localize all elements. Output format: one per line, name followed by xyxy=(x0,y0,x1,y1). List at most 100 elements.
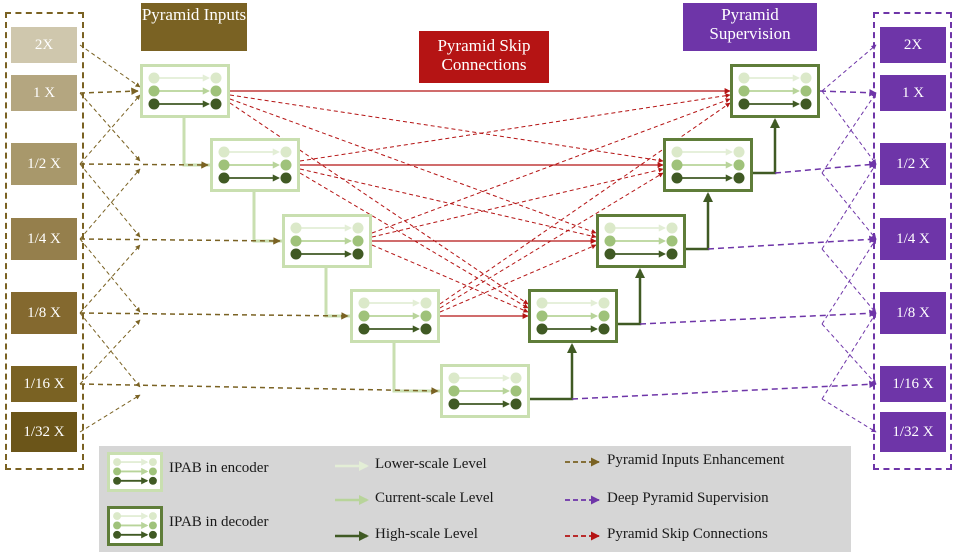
ipab-decoder-block xyxy=(107,506,163,546)
skip-connection-arrow xyxy=(229,98,597,234)
left-scale-box: 1/4 X xyxy=(11,218,77,260)
decoder-upsample-path xyxy=(530,343,577,401)
level-dot xyxy=(148,467,157,476)
skip-connection-arrow xyxy=(439,244,597,313)
level-dot xyxy=(733,159,745,171)
level-dot xyxy=(210,98,222,110)
level-dot xyxy=(352,248,364,260)
level-dot xyxy=(290,235,302,247)
level-dot xyxy=(210,72,222,84)
right-scale-box: 2X xyxy=(880,27,946,63)
level-dot xyxy=(671,146,683,158)
right-scale-box: 1/8 X xyxy=(880,292,946,334)
level-dot xyxy=(448,398,460,410)
level-dot xyxy=(800,72,812,84)
level-dot xyxy=(800,98,812,110)
level-dot xyxy=(358,323,370,335)
ipab-encoder-block xyxy=(210,138,300,192)
legend-deep-sup-label: Deep Pyramid Supervision xyxy=(607,490,769,506)
level-dot xyxy=(666,235,678,247)
legend-skip-label: Pyramid Skip Connections xyxy=(607,526,768,542)
encoder-downsample-path xyxy=(324,268,350,318)
level-dot xyxy=(148,476,157,485)
left-scale-box: 1/8 X xyxy=(11,292,77,334)
level-dot xyxy=(448,385,460,397)
decoder-upsample-path xyxy=(753,118,780,175)
pyramid-input-enhancement-arrow xyxy=(79,92,141,162)
pyramid-input-arrow xyxy=(79,237,281,245)
left-scale-box: 1/2 X xyxy=(11,143,77,185)
level-dot xyxy=(113,458,122,467)
deep-supervision-arrow xyxy=(707,235,877,250)
level-dot xyxy=(210,85,222,97)
pyramid-input-enhancement-arrow xyxy=(79,238,141,313)
skip-connection-arrow xyxy=(299,168,597,239)
level-dot xyxy=(358,310,370,322)
level-dot xyxy=(218,146,230,158)
skip-connection-arrow xyxy=(299,172,529,309)
level-dot xyxy=(536,323,548,335)
skip-connection-arrow xyxy=(299,93,731,162)
skip-connection-arrow xyxy=(439,102,731,305)
deep-supervision-arrow xyxy=(819,89,877,97)
deep-supervision-cross-arrow xyxy=(821,312,877,400)
pyramid-input-enhancement-arrow xyxy=(79,163,141,238)
level-dot xyxy=(148,512,157,521)
deep-supervision-arrow xyxy=(639,309,877,325)
ipab-decoder-block xyxy=(528,289,618,343)
legend-encoder-label: IPAB in encoder xyxy=(169,460,269,476)
ipab-encoder-block xyxy=(440,364,530,418)
deep-supervision-cross-arrow xyxy=(821,323,877,385)
level-dot xyxy=(420,297,432,309)
pyramid-input-enhancement-arrow xyxy=(79,168,141,240)
ipab-encoder-block xyxy=(140,64,230,118)
level-dot xyxy=(536,297,548,309)
pyramid-input-enhancement-arrow xyxy=(79,94,141,165)
level-dot xyxy=(352,222,364,234)
level-dot xyxy=(280,172,292,184)
level-dot xyxy=(218,172,230,184)
level-dot xyxy=(604,235,616,247)
ipab-encoder-block xyxy=(282,214,372,268)
legend-panel: IPAB in encoder IPAB in decoder Lower-sc… xyxy=(99,446,851,552)
blocks-layer xyxy=(140,64,820,418)
level-dot xyxy=(800,85,812,97)
level-dot xyxy=(738,72,750,84)
level-dot xyxy=(358,297,370,309)
level-dot xyxy=(148,530,157,539)
encoder-downsample-path xyxy=(392,343,440,393)
pyramid-input-enhancement-arrow xyxy=(79,44,141,88)
skip-connection-arrow xyxy=(229,102,529,305)
level-dot xyxy=(448,372,460,384)
pyramid-input-arrow xyxy=(79,383,439,395)
skip-connection-arrow xyxy=(371,167,664,238)
level-dot xyxy=(420,310,432,322)
level-dot xyxy=(510,398,522,410)
level-dot xyxy=(510,385,522,397)
level-dot xyxy=(113,530,122,539)
pyramid-input-enhancement-arrow xyxy=(79,394,141,433)
pyramid-inputs-title: Pyramid Inputs xyxy=(141,3,247,51)
ipab-decoder-block xyxy=(596,214,686,268)
left-scale-box: 2X xyxy=(11,27,77,63)
pyramid-supervision-title: Pyramid Supervision xyxy=(683,3,817,51)
level-dot xyxy=(113,476,122,485)
level-dot xyxy=(738,98,750,110)
level-dot xyxy=(666,222,678,234)
level-dot xyxy=(536,310,548,322)
legend-inputs-enh-label: Pyramid Inputs Enhancement xyxy=(607,452,785,468)
deep-supervision-cross-arrow xyxy=(821,92,877,174)
level-dot xyxy=(598,297,610,309)
skip-connection-arrow xyxy=(371,244,529,313)
level-dot xyxy=(604,248,616,260)
level-dot xyxy=(598,310,610,322)
deep-supervision-cross-arrow xyxy=(821,44,877,92)
left-input-pyramid-frame xyxy=(5,12,84,470)
right-scale-box: 1/2 X xyxy=(880,143,946,185)
level-dot xyxy=(352,235,364,247)
ipab-encoder-block xyxy=(107,452,163,492)
pyramid-skip-title: Pyramid Skip Connections xyxy=(419,31,549,83)
level-dot xyxy=(671,172,683,184)
